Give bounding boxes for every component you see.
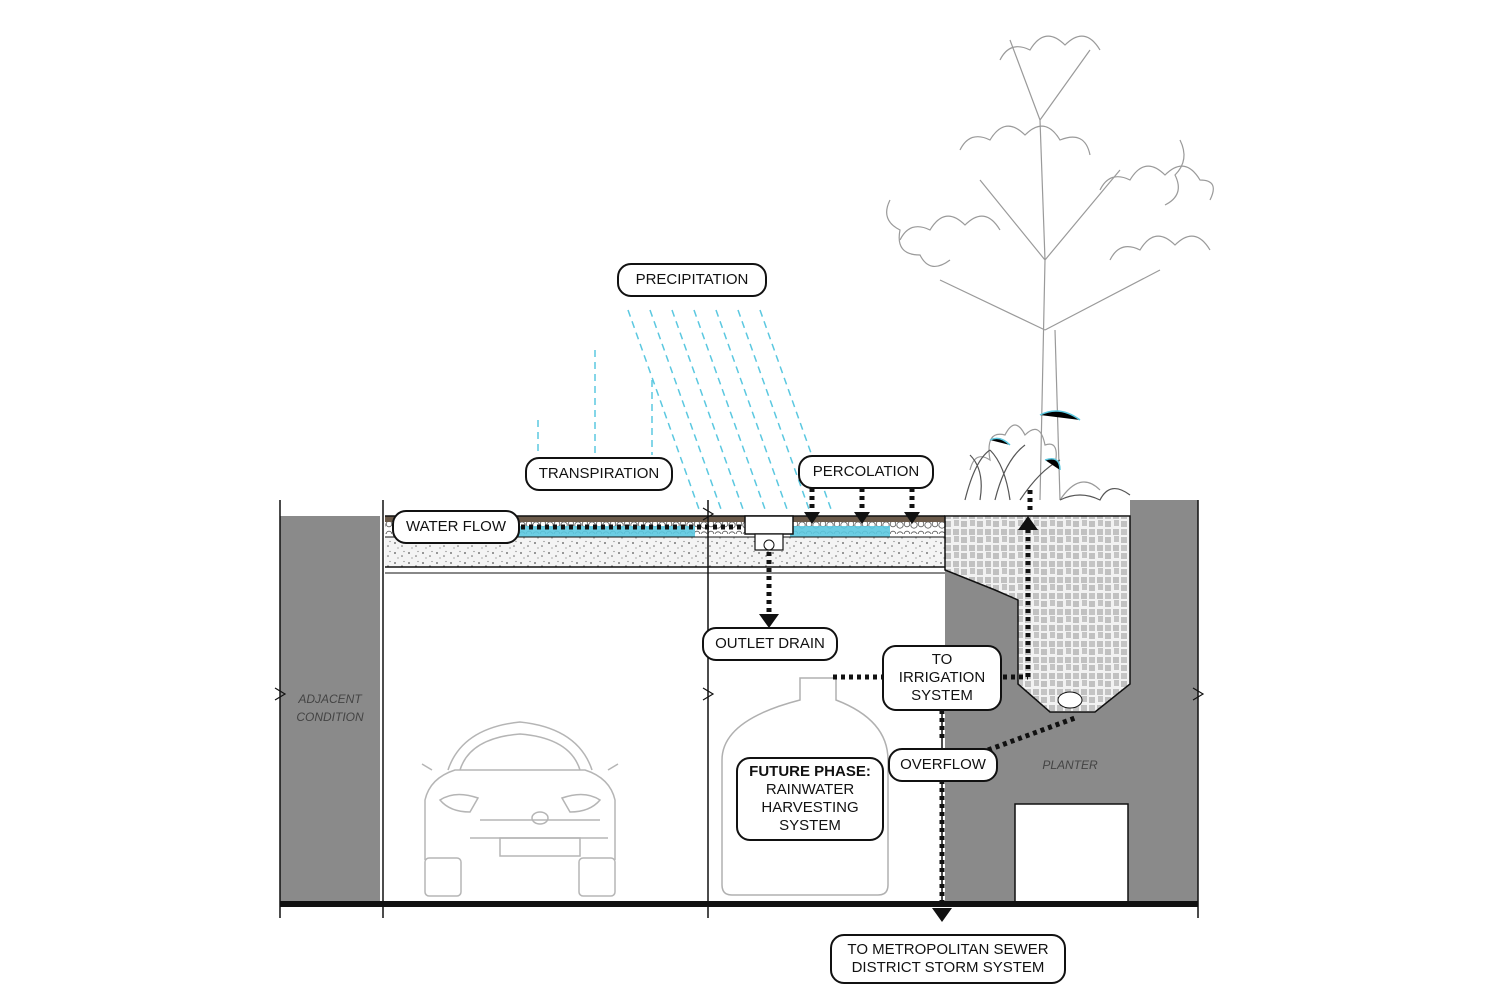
future-phase-title: FUTURE PHASE: — [749, 763, 871, 780]
adjacent-line-1: ADJACENT — [298, 692, 362, 706]
irrigation-line-3: SYSTEM — [911, 687, 973, 704]
flow-arrows — [505, 488, 1076, 908]
arrow-heads — [759, 512, 1038, 922]
irrigation-line-2: IRRIGATION — [898, 669, 986, 686]
irrigation-line-1: TO — [931, 651, 953, 668]
drain-fixture — [744, 515, 794, 551]
note-planter: PLANTER — [1042, 758, 1098, 772]
label-water-flow: WATER FLOW — [392, 510, 520, 544]
tree-drawing — [886, 35, 1214, 501]
car-drawing — [421, 721, 619, 897]
sewer-line-2: DISTRICT STORM SYSTEM — [851, 959, 1045, 976]
future-phase-line-3: SYSTEM — [779, 817, 841, 834]
sewer-line-1: TO METROPOLITAN SEWER — [847, 941, 1049, 958]
future-phase-line-2: HARVESTING — [761, 799, 859, 816]
future-phase-line-1: RAINWATER — [765, 781, 855, 798]
planting-base — [964, 444, 1131, 501]
floor-slab — [280, 901, 1198, 907]
label-outlet-drain: OUTLET DRAIN — [702, 627, 838, 661]
label-percolation: PERCOLATION — [798, 455, 934, 489]
label-to-irrigation-system: TO IRRIGATION SYSTEM — [882, 645, 1002, 711]
label-overflow: OVERFLOW — [888, 748, 998, 782]
label-precipitation: PRECIPITATION — [617, 263, 767, 297]
label-future-phase: FUTURE PHASE: RAINWATER HARVESTING SYSTE… — [736, 757, 884, 841]
precipitation-lines — [537, 309, 1081, 513]
note-adjacent-condition: ADJACENT CONDITION — [288, 690, 372, 726]
label-metropolitan-sewer: TO METROPOLITAN SEWER DISTRICT STORM SYS… — [830, 934, 1066, 984]
adjacent-wall — [274, 500, 384, 918]
planter-structure — [944, 500, 1205, 918]
label-transpiration: TRANSPIRATION — [525, 457, 673, 491]
adjacent-line-2: CONDITION — [296, 710, 364, 724]
